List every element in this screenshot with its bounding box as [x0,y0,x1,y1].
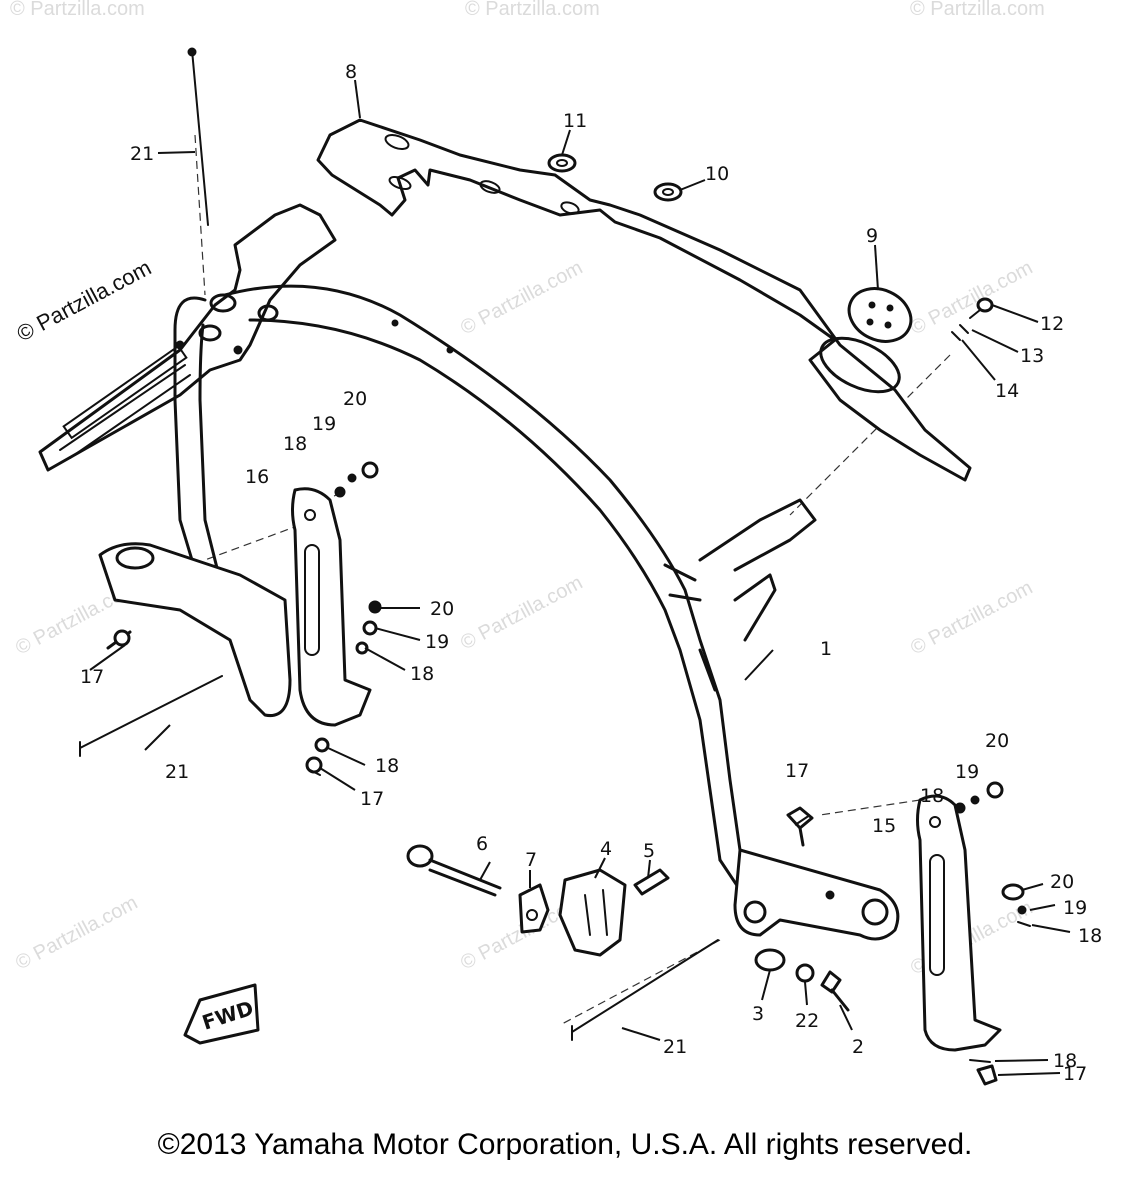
callout-17: 17 [785,760,809,782]
washer-11 [547,153,577,173]
callout-11: 11 [563,110,587,132]
callout-6: 6 [476,833,488,855]
callout-1: 1 [820,638,832,660]
left-lower-bracket [98,542,292,718]
callout-16: 16 [245,466,269,488]
callout-19: 19 [1063,897,1087,919]
watermark: © Partzilla.com [457,257,586,340]
callout-18: 18 [283,433,307,455]
washer-13 [959,324,969,334]
hardware-18-17-right-bottom [969,1059,998,1086]
block-4 [558,868,627,957]
clip-7 [518,883,550,934]
plate-16 [291,487,372,727]
callout-14: 14 [995,380,1019,402]
callout-18: 18 [1078,925,1102,947]
watermark: © Partzilla.com [12,892,141,975]
callout-labels: 21 8 11 10 9 12 13 14 20 19 18 16 1 20 1… [80,61,1102,1085]
callout-20: 20 [343,388,367,410]
copyright-notice: ©2013 Yamaha Motor Corporation, U.S.A. A… [157,1128,973,1161]
hardware-18-19-20-right-upper [954,781,1004,814]
callout-19: 19 [425,631,449,653]
callout-15: 15 [872,815,896,837]
callout-18: 18 [375,755,399,777]
watermark: © Partzilla.com [907,577,1036,660]
hardware-20-19-18-right-middle [1001,883,1031,927]
callout-5: 5 [643,840,655,862]
callout-17: 17 [80,666,104,688]
rod-21-left [79,675,223,757]
callout-4: 4 [600,838,612,860]
rod-21-bottom [571,939,719,1041]
callout-12: 12 [1040,313,1064,335]
callout-19: 19 [955,761,979,783]
callout-19: 19 [312,413,336,435]
hardware-18-19-20-upper [334,461,379,498]
callout-13: 13 [1020,345,1044,367]
nut-22 [795,963,815,983]
callout-22: 22 [795,1010,819,1032]
watermark: © Partzilla.com [465,0,600,20]
callout-9: 9 [866,225,878,247]
rod-21-top [187,47,209,226]
leader-lines [89,79,1071,1076]
bolt-2 [820,970,850,1012]
callout-17: 17 [360,788,384,810]
callout-17: 17 [1063,1063,1087,1085]
callout-3: 3 [752,1003,764,1025]
watermark: © Partzilla.com [10,0,145,20]
callout-18: 18 [1053,1050,1077,1072]
watermark: © Partzilla.com [907,257,1036,340]
bolt-6 [406,844,502,897]
callout-18: 18 [920,785,944,807]
callout-21: 21 [130,143,154,165]
callout-2: 2 [852,1036,864,1058]
watermark-main: © Partzilla.com [13,255,156,347]
callout-10: 10 [705,163,729,185]
plate-9 [847,287,913,343]
hardware-18-19-20-middle [355,600,382,655]
frame-1 [173,284,842,892]
right-lower-arm [733,848,900,941]
callout-20: 20 [430,598,454,620]
pin-5 [633,868,670,896]
bracket-8 [316,118,972,482]
hardware-18-17-left [305,737,330,776]
washer-10 [653,182,683,202]
watermark: © Partzilla.com [910,0,1045,20]
washer-3 [754,948,786,972]
watermark: © Partzilla.com [457,572,586,655]
plate-15 [916,794,1002,1052]
callout-21: 21 [165,761,189,783]
callout-20: 20 [1050,871,1074,893]
callout-8: 8 [345,61,357,83]
bolt-17-left [106,629,132,650]
left-adjuster-assembly [38,203,337,472]
callout-20: 20 [985,730,1009,752]
callout-21: 21 [663,1036,687,1058]
callout-7: 7 [525,849,537,871]
washer-14 [951,331,961,341]
callout-18: 18 [410,663,434,685]
bolt-17-center [786,806,814,847]
fwd-arrow-icon: FWD [183,983,260,1045]
